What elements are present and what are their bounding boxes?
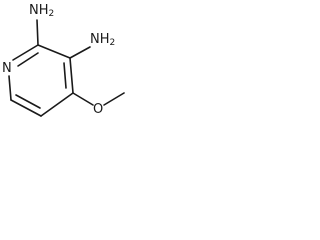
bond-oxygen-methyl (103, 92, 125, 106)
bond-c4-oxygen (72, 92, 94, 106)
ring-bond-c3-c4-inner (63, 62, 67, 89)
methoxy-oxygen-label: O (93, 102, 103, 117)
bond-c2-amine (36, 19, 39, 46)
amine-label-top-left: NH2 (29, 3, 54, 19)
ring-bond-c5-c6 (10, 99, 42, 117)
ring-bond-c5-c6-inner (15, 94, 41, 109)
ring-bond-c4-c5 (40, 92, 74, 117)
ring-bond-n1-c2 (12, 44, 39, 61)
amine-subscript-top-right: 2 (110, 38, 116, 48)
bond-c3-amine (69, 46, 91, 59)
amine-label-top-right: NH2 (90, 32, 115, 48)
ring-nitrogen-label: N (2, 61, 12, 76)
amine-subscript-top-left: 2 (49, 9, 55, 19)
molecule-structure: N NH2 NH2 O (2, 3, 125, 117)
ring-bond-c2-c3 (37, 44, 71, 59)
ring-bond-c6-n1 (8, 75, 12, 101)
ring-bond-n1-c2-inner (17, 52, 39, 67)
ring-bond-c3-c4 (69, 57, 74, 94)
